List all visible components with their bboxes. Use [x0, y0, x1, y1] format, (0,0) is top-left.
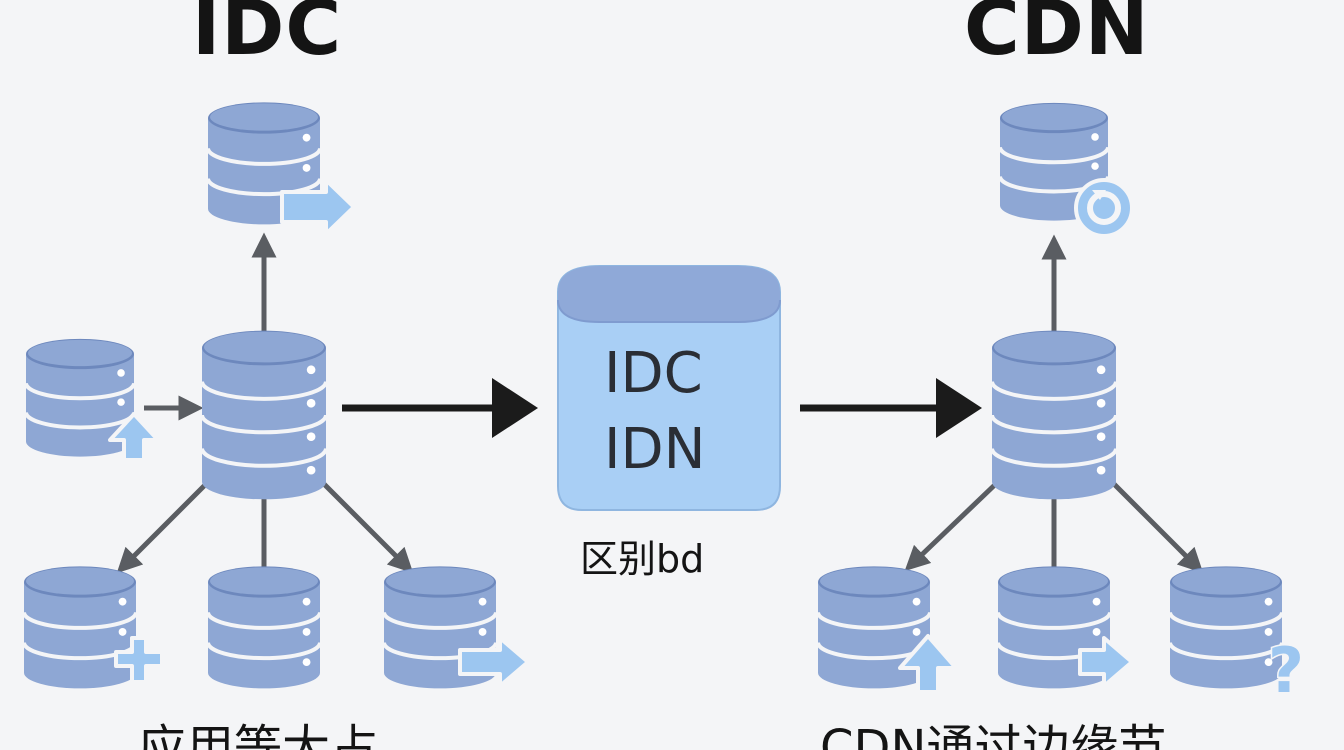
- status-dot: [1264, 627, 1273, 636]
- status-dot: [302, 597, 311, 606]
- refresh-icon: [1074, 178, 1134, 238]
- arrow-right-icon: [1078, 636, 1134, 688]
- center-caption: 区别bd: [580, 537, 705, 581]
- status-dot: [302, 163, 311, 172]
- server-idc-bottom-left: [22, 566, 138, 689]
- status-dot: [1264, 597, 1273, 606]
- status-dot: [1091, 133, 1099, 141]
- status-dot: [118, 627, 127, 636]
- status-dot: [1264, 658, 1273, 667]
- status-dot: [306, 398, 316, 408]
- status-dot: [912, 597, 921, 606]
- arrow-up-icon: [898, 634, 958, 694]
- status-dot: [1092, 597, 1101, 606]
- status-dot: [1092, 627, 1101, 636]
- svg-text:?: ?: [1268, 634, 1304, 707]
- cdn-bottom-caption: CDN通过边缘节: [820, 720, 1167, 750]
- server-nodes: [22, 102, 1284, 689]
- status-dot: [117, 369, 125, 377]
- status-dot: [306, 465, 316, 475]
- status-dot: [912, 627, 921, 636]
- status-dot: [118, 597, 127, 606]
- plus-icon: [114, 636, 164, 684]
- server-cdn-bottom-mid: [996, 566, 1112, 689]
- idc-heading: IDC: [192, 0, 343, 72]
- status-dot: [302, 658, 311, 667]
- server-idc-bottom-mid: [206, 566, 322, 689]
- server-idc-left: [24, 338, 136, 457]
- status-dot: [1096, 365, 1106, 375]
- server-cdn-bottom-right: [1168, 566, 1284, 689]
- server-idc-hub: [200, 330, 328, 500]
- status-dot: [478, 627, 487, 636]
- idc-bottom-caption: 应用等大占: [138, 720, 379, 750]
- center-label-line1: IDC: [604, 341, 703, 406]
- flow-arrow-left: [342, 378, 538, 438]
- arrow-right-icon: [458, 636, 530, 688]
- arrow-right-icon: [280, 178, 356, 236]
- arrow-up-icon: [108, 412, 160, 462]
- center-storage-block: [557, 265, 781, 511]
- server-cdn-hub: [990, 330, 1118, 500]
- question-icon: ?: [1267, 633, 1306, 709]
- status-dot: [306, 432, 316, 442]
- cdn-heading: CDN: [964, 0, 1150, 72]
- status-dot: [1096, 398, 1106, 408]
- status-dot: [302, 133, 311, 142]
- status-dot: [478, 597, 487, 606]
- status-dot: [1091, 162, 1099, 170]
- center-label-line2: IDN: [604, 417, 706, 482]
- status-dot: [1096, 432, 1106, 442]
- status-dot: [302, 627, 311, 636]
- flow-arrow-right: [800, 378, 982, 438]
- cdn-connectors: [904, 234, 1204, 578]
- status-dot: [1096, 465, 1106, 475]
- status-dot: [117, 398, 125, 406]
- status-dot: [306, 365, 316, 375]
- server-cdn-bottom-left: [816, 566, 932, 689]
